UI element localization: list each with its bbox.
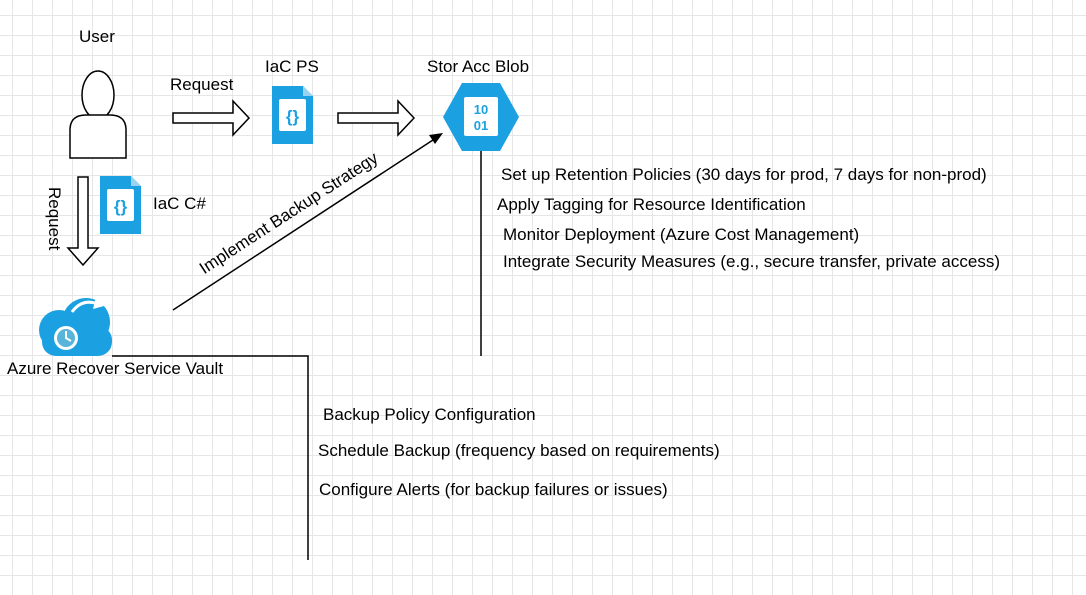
storage-blob-icon[interactable]: 10 01: [443, 83, 519, 151]
svg-text:{}: {}: [114, 197, 128, 216]
vault-steps-line: [112, 355, 309, 560]
implement-backup-arrowhead: [429, 133, 443, 144]
vault-step-schedule: Schedule Backup (frequency based on requ…: [318, 441, 720, 460]
request-arrow-vertical: [66, 176, 100, 267]
request-label-horizontal: Request: [170, 75, 234, 94]
blob-step-monitor: Monitor Deployment (Azure Cost Managemen…: [503, 225, 860, 244]
blob-step-security: Integrate Security Measures (e.g., secur…: [503, 252, 1000, 271]
vault-step-alerts: Configure Alerts (for backup failures or…: [319, 480, 668, 499]
iac-ps-file-icon[interactable]: {}: [272, 86, 313, 144]
blob-icon-text-2: 01: [474, 118, 488, 133]
blob-step-tagging: Apply Tagging for Resource Identificatio…: [497, 195, 806, 214]
iac-cs-file-icon[interactable]: {}: [100, 176, 141, 234]
vault-step-policy: Backup Policy Configuration: [323, 405, 536, 424]
recovery-vault-label: Azure Recover Service Vault: [7, 359, 224, 378]
iac-to-blob-arrow: [337, 99, 416, 137]
blob-step-retention: Set up Retention Policies (30 days for p…: [501, 165, 987, 184]
request-label-vertical: Request: [45, 187, 64, 251]
iac-ps-label: IaC PS: [265, 57, 319, 76]
iac-cs-label: IaC C#: [153, 194, 206, 213]
user-icon[interactable]: [69, 70, 127, 159]
storage-blob-label: Stor Acc Blob: [427, 57, 530, 76]
svg-text:{}: {}: [286, 107, 300, 126]
recovery-vault-icon[interactable]: [39, 297, 112, 356]
user-label: User: [79, 27, 115, 46]
implement-backup-arrow: [172, 137, 437, 311]
request-arrow-horizontal: [172, 99, 251, 137]
blob-icon-text-1: 10: [474, 102, 488, 117]
